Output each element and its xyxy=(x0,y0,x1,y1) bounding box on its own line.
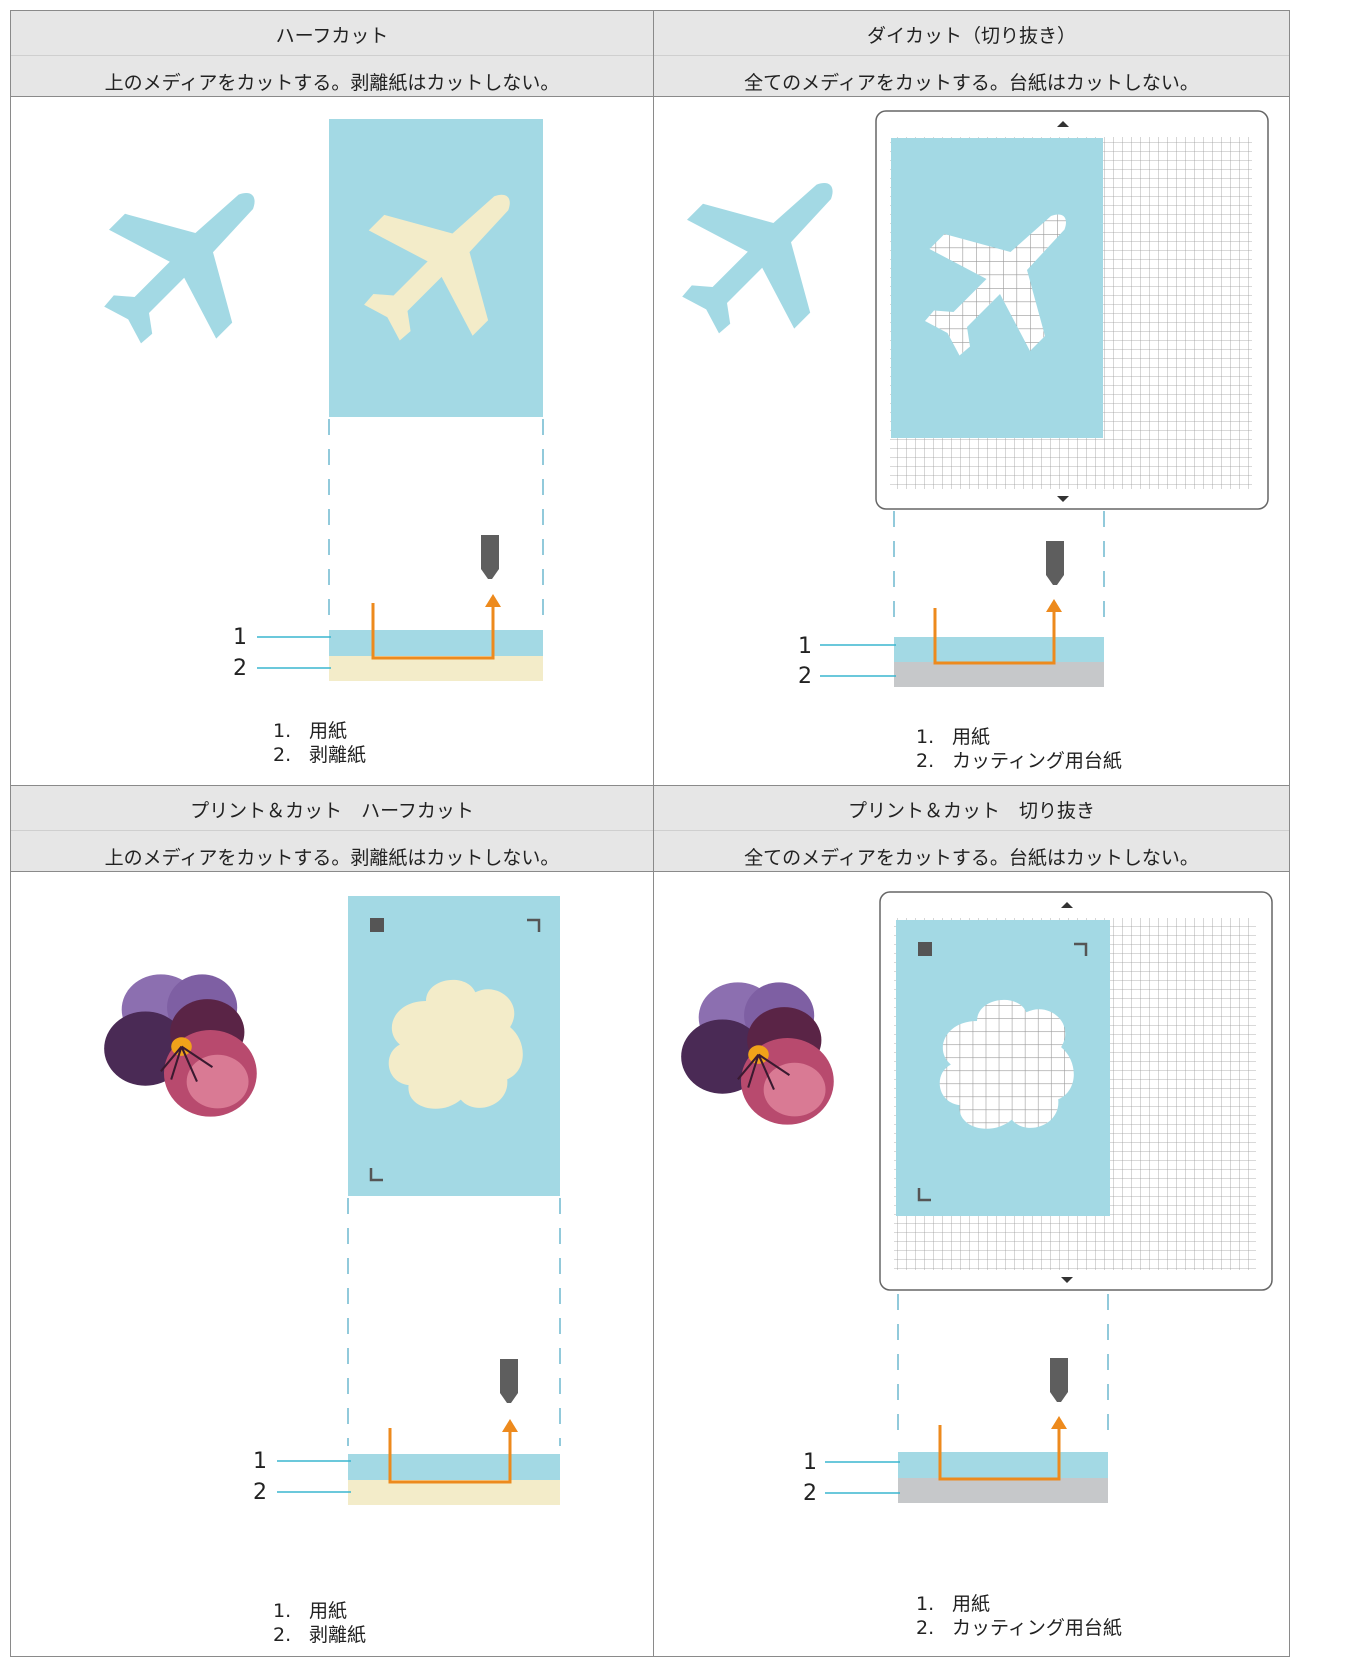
panel-title: ハーフカット xyxy=(275,25,389,47)
callout-1: 1 xyxy=(803,1450,817,1475)
registration-mark-icon xyxy=(527,918,541,932)
legend-item: 2.カッティング用台紙 xyxy=(916,1617,1122,1639)
cut-arrow-icon xyxy=(1051,1416,1067,1429)
callout-2: 2 xyxy=(253,1480,267,1505)
legend-item: 2.剥離紙 xyxy=(273,744,367,766)
print-diecut-illustration: 1 2 xyxy=(680,891,1273,1506)
paper-layer xyxy=(898,1452,1108,1478)
legend-item: 1.用紙 xyxy=(916,726,991,748)
cut-arrow-icon xyxy=(485,594,501,607)
cut-path xyxy=(938,1425,1061,1481)
legend: 1.用紙 2.カッティング用台紙 xyxy=(916,725,1122,773)
blade-icon xyxy=(1050,1358,1068,1402)
panel-title: ダイカット（切り抜き） xyxy=(866,25,1076,47)
paper-layer xyxy=(348,1454,560,1480)
legend: 1.用紙 2.剥離紙 xyxy=(273,719,366,767)
callout-2: 2 xyxy=(233,656,247,681)
header-print-halfcut: プリント＆カット ハーフカット 上のメディアをカットする。剥離紙はカットしない。 xyxy=(10,785,654,872)
callout-1: 1 xyxy=(253,1449,267,1474)
registration-mark-icon xyxy=(917,1188,931,1202)
paper-layer xyxy=(329,630,543,656)
registration-mark-icon xyxy=(370,918,384,932)
release-liner-layer xyxy=(348,1480,560,1505)
print-halfcut-illustration: 1 2 xyxy=(103,896,561,1505)
registration-mark-icon xyxy=(369,1168,383,1182)
panel-subtitle: 上のメディアをカットする。剥離紙はカットしない。 xyxy=(104,72,560,94)
callout-2: 2 xyxy=(803,1481,817,1506)
panel-title: プリント＆カット 切り抜き xyxy=(847,800,1095,822)
airplane-icon xyxy=(682,183,833,334)
legend-item: 1.用紙 xyxy=(273,720,348,742)
blade-icon xyxy=(500,1359,518,1403)
blade-icon xyxy=(481,535,499,579)
release-liner-layer xyxy=(329,656,543,681)
panel-subtitle: 全てのメディアをカットする。台紙はカットしない。 xyxy=(744,72,1199,94)
halfcut-illustration: 1 2 xyxy=(104,119,544,681)
legend-item: 1.用紙 xyxy=(916,1593,991,1615)
cutting-mat-layer xyxy=(894,662,1104,687)
registration-mark-icon xyxy=(918,942,932,956)
mat-top-arrow-icon xyxy=(1061,902,1073,908)
pansy-image xyxy=(680,981,835,1126)
legend-item: 2.剥離紙 xyxy=(273,1624,367,1646)
mat-top-arrow-icon xyxy=(1057,121,1069,127)
callout-1: 1 xyxy=(798,634,812,659)
panel-subtitle: 全てのメディアをカットする。台紙はカットしない。 xyxy=(744,847,1199,869)
registration-mark-icon xyxy=(1074,942,1088,956)
panel-print-halfcut: 1 2 1.用紙 2.剥離紙 xyxy=(10,871,654,1657)
legend-item: 2.カッティング用台紙 xyxy=(916,750,1122,772)
cut-path xyxy=(933,608,1056,665)
panel-subtitle: 上のメディアをカットする。剥離紙はカットしない。 xyxy=(104,847,560,869)
paper-layer xyxy=(894,637,1104,662)
callout-1: 1 xyxy=(233,625,247,650)
cut-arrow-icon xyxy=(1046,599,1062,612)
panel-print-diecut: 1 2 1.用紙 2.カッティング用台紙 xyxy=(653,871,1290,1657)
callout-2: 2 xyxy=(798,664,812,689)
header-diecut: ダイカット（切り抜き） 全てのメディアをカットする。台紙はカットしない。 xyxy=(653,10,1290,97)
cut-path xyxy=(388,1428,512,1484)
mat-bottom-arrow-icon xyxy=(1061,1277,1073,1283)
mat-bottom-arrow-icon xyxy=(1057,496,1069,502)
legend-item: 1.用紙 xyxy=(273,1600,348,1622)
cut-arrow-icon xyxy=(502,1419,518,1432)
cut-path xyxy=(371,603,495,660)
header-print-diecut: プリント＆カット 切り抜き 全てのメディアをカットする。台紙はカットしない。 xyxy=(653,785,1290,872)
diecut-illustration: 1 2 xyxy=(682,110,1269,689)
blade-icon xyxy=(1046,541,1064,585)
header-halfcut: ハーフカット 上のメディアをカットする。剥離紙はカットしない。 xyxy=(10,10,654,97)
panel-title: プリント＆カット ハーフカット xyxy=(190,800,474,822)
airplane-icon xyxy=(104,193,255,344)
cutting-mat-layer xyxy=(898,1478,1108,1503)
panel-halfcut: 1 2 1.用紙 2.剥離紙 xyxy=(10,96,654,786)
panel-diecut: 1 2 1.用紙 2.カッティング用台紙 xyxy=(653,96,1290,786)
legend: 1.用紙 2.剥離紙 xyxy=(273,1599,366,1647)
legend: 1.用紙 2.カッティング用台紙 xyxy=(916,1592,1122,1640)
pansy-image xyxy=(103,973,258,1118)
